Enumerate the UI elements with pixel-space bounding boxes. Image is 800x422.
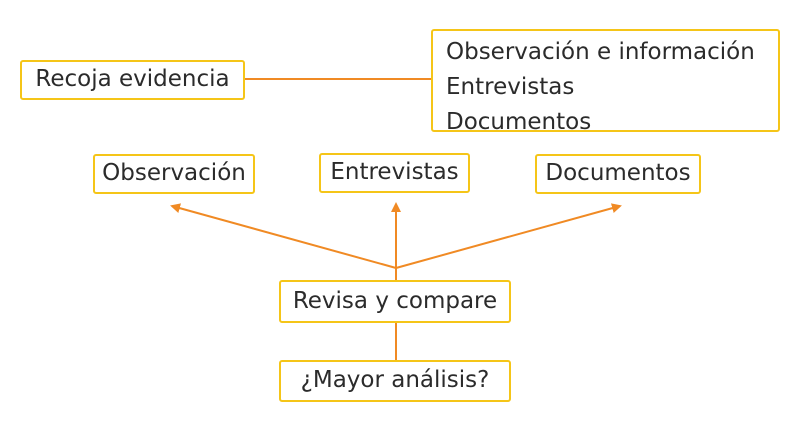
entrevistas-label: Entrevistas xyxy=(330,159,459,186)
review-compare-box: Revisa y compare xyxy=(279,280,511,323)
evidence-item-documentos: Documentos xyxy=(446,109,592,135)
collect-evidence-box: Recoja evidencia xyxy=(20,60,245,100)
evidence-list-box: Observación e información Entrevistas Do… xyxy=(431,29,780,135)
collect-evidence-label: Recoja evidencia xyxy=(35,66,230,93)
documentos-box: Documentos xyxy=(535,154,701,194)
review-compare-label: Revisa y compare xyxy=(292,287,498,314)
evidence-item-observacion-informacion: Observación e información xyxy=(446,39,755,65)
entrevistas-box: Entrevistas xyxy=(319,153,470,193)
evidence-item-entrevistas: Entrevistas xyxy=(446,74,575,100)
arrow-to-documentos xyxy=(395,203,622,269)
observacion-box: Observación xyxy=(93,154,255,194)
observacion-label: Observación xyxy=(102,160,246,187)
arrow-to-observacion xyxy=(170,203,397,269)
further-analysis-label: ¿Mayor análisis? xyxy=(300,367,490,394)
documentos-label: Documentos xyxy=(545,160,691,187)
further-analysis-box: ¿Mayor análisis? xyxy=(279,360,511,402)
